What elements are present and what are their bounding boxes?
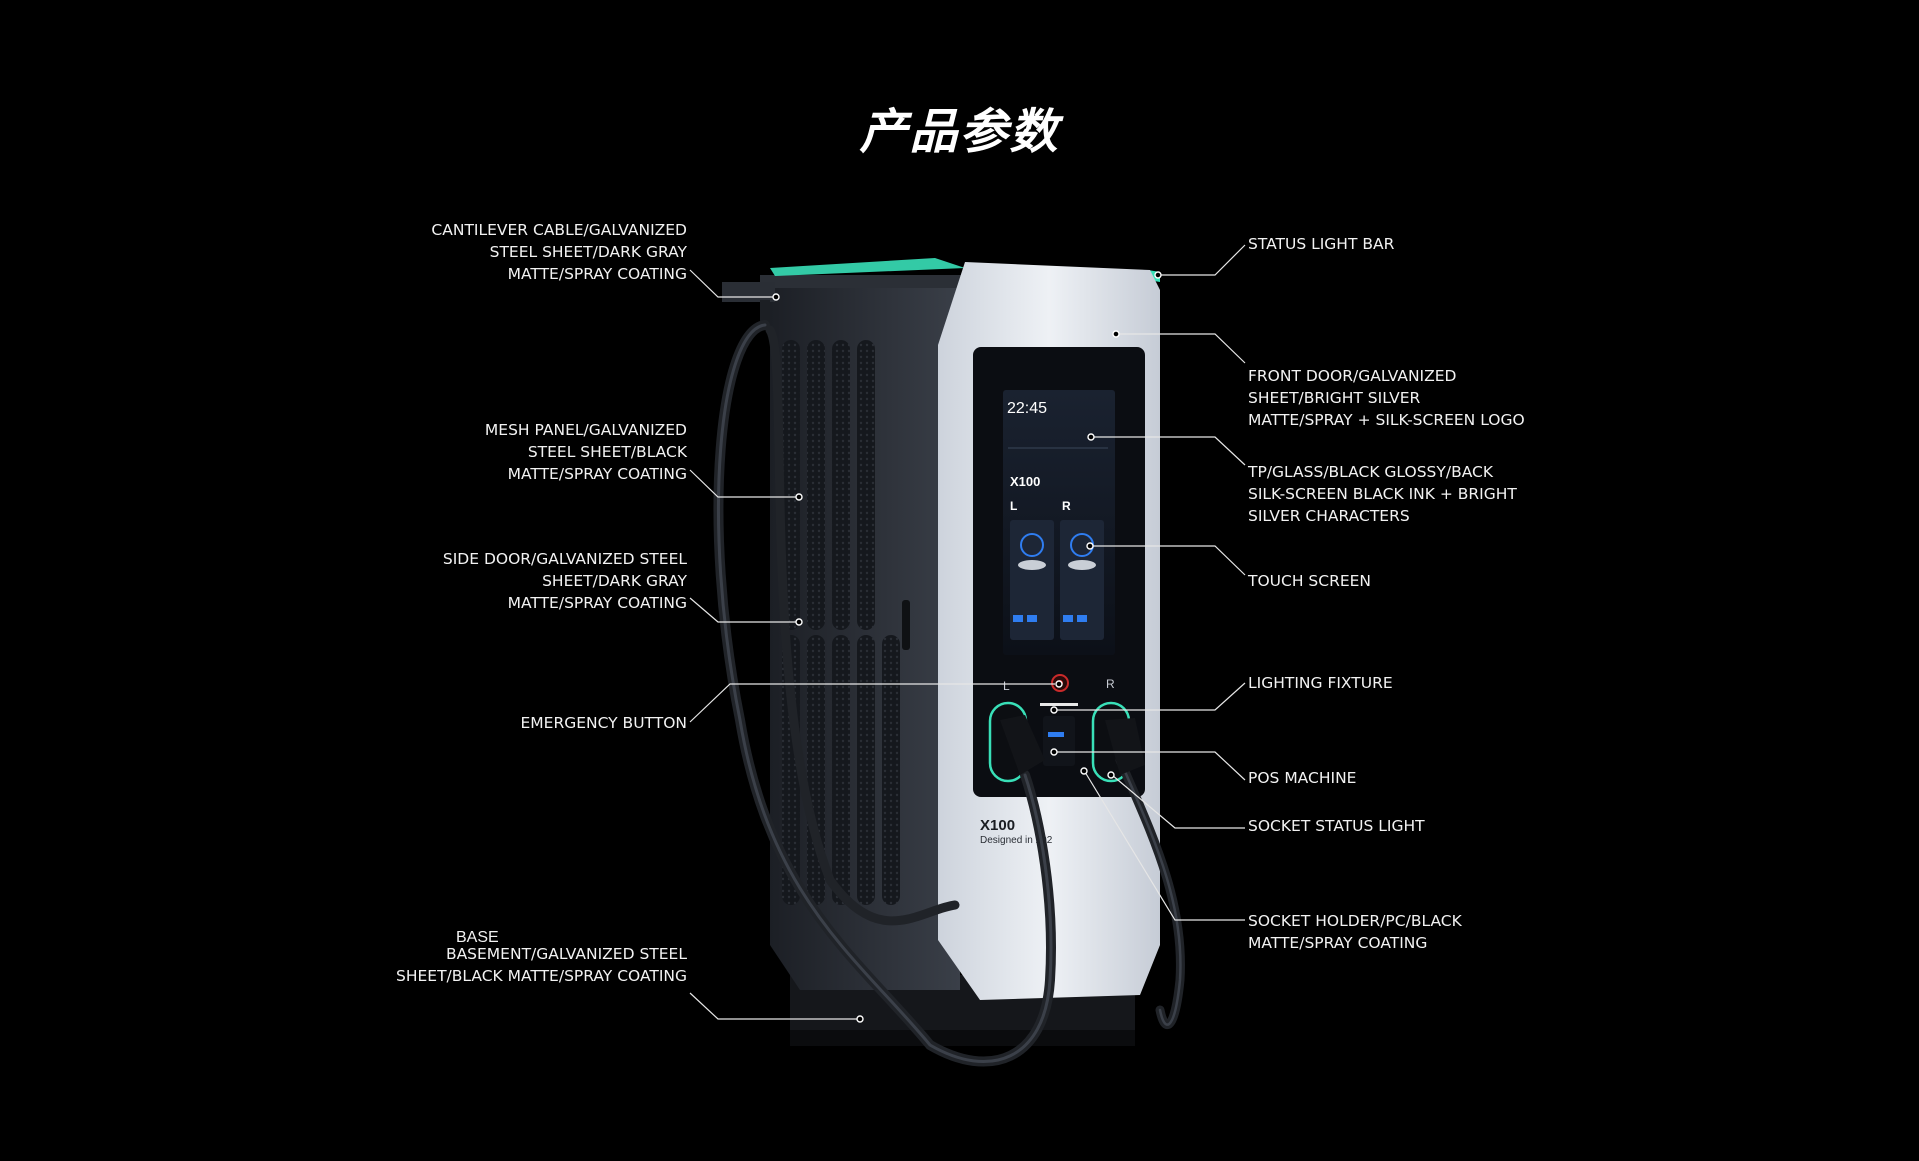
dot-pos — [1050, 748, 1058, 756]
label-socket-holder: SOCKET HOLDER/PC/BLACK MATTE/SPRAY COATI… — [1248, 910, 1462, 954]
leader-pos — [1056, 751, 1246, 781]
dot-mesh-panel — [795, 493, 803, 501]
leader-socket-status — [1111, 774, 1245, 829]
dot-socket-holder — [1080, 767, 1088, 775]
dot-side-door — [795, 618, 803, 626]
label-line: POS MACHINE — [1248, 769, 1357, 787]
model-name: X100 — [980, 817, 1015, 834]
dot-front-door — [1112, 330, 1120, 338]
label-line: MATTE/SPRAY COATING — [507, 594, 687, 612]
dot-base — [856, 1015, 864, 1023]
screen-time: 22:45 — [1007, 400, 1047, 417]
dot-emergency — [1055, 680, 1063, 688]
label-tp-glass: TP/GLASS/BLACK GLOSSY/BACK SILK-SCREEN B… — [1248, 461, 1517, 527]
label-pos-machine: POS MACHINE — [1248, 767, 1356, 789]
label-line: SHEET/BRIGHT SILVER — [1248, 389, 1421, 407]
dot-lighting — [1050, 706, 1058, 714]
leader-emergency — [689, 683, 1055, 723]
socket-right-label: R — [1106, 677, 1115, 691]
screen-left: L — [1010, 499, 1017, 513]
label-line: SILK-SCREEN BLACK INK + BRIGHT — [1248, 485, 1517, 503]
label-line: EMERGENCY BUTTON — [520, 714, 687, 732]
label-emergency-button: EMERGENCY BUTTON — [520, 712, 687, 734]
label-line: SIDE DOOR/GALVANIZED STEEL — [442, 550, 687, 568]
label-mesh-panel: MESH PANEL/GALVANIZED STEEL SHEET/BLACK … — [485, 419, 687, 485]
label-line: SOCKET STATUS LIGHT — [1248, 817, 1425, 835]
label-line: SHEET/BLACK MATTE/SPRAY COATING — [395, 967, 687, 985]
designed-text: Designed in 202 — [980, 835, 1053, 846]
label-line: TP/GLASS/BLACK GLOSSY/BACK — [1248, 463, 1494, 481]
dot-tp-glass — [1087, 433, 1095, 441]
label-line: BASEMENT/GALVANIZED STEEL — [445, 945, 687, 963]
label-status-light-bar: STATUS LIGHT BAR — [1248, 233, 1394, 255]
label-front-door: FRONT DOOR/GALVANIZED SHEET/BRIGHT SILVE… — [1248, 365, 1525, 431]
leader-lighting — [1056, 682, 1246, 711]
label-line: BASE — [456, 929, 499, 946]
label-line: SOCKET HOLDER/PC/BLACK — [1248, 912, 1462, 930]
charger-side-body — [760, 275, 965, 990]
page-title: 产品参数 — [859, 104, 1060, 160]
label-line: STATUS LIGHT BAR — [1248, 235, 1395, 253]
label-socket-status-light: SOCKET STATUS LIGHT — [1248, 815, 1425, 837]
label-line: SHEET/DARK GRAY — [542, 572, 687, 590]
label-lighting-fixture: LIGHTING FIXTURE — [1248, 672, 1393, 694]
screen-right: R — [1062, 499, 1071, 513]
dot-touch-screen — [1086, 542, 1094, 550]
label-line: MATTE/SPRAY + SILK-SCREEN LOGO — [1248, 411, 1525, 429]
label-side-door: SIDE DOOR/GALVANIZED STEEL SHEET/DARK GR… — [443, 548, 687, 614]
label-line: MATTE/SPRAY COATING — [507, 265, 687, 283]
label-line: LIGHTING FIXTURE — [1248, 674, 1393, 692]
leader-base — [689, 992, 858, 1020]
charging-cables — [713, 320, 1185, 1067]
leader-side-door — [689, 597, 797, 623]
screen-model: X100 — [1010, 474, 1040, 489]
dot-status-light — [1154, 271, 1162, 279]
leader-touch-screen — [1092, 545, 1246, 576]
label-cantilever-cable: CANTILEVER CABLE/GALVANIZED STEEL SHEET/… — [431, 219, 687, 285]
label-line: TOUCH SCREEN — [1248, 572, 1372, 590]
label-line: MATTE/SPRAY COATING — [1248, 934, 1428, 952]
label-base: BASEMENT/GALVANIZED STEEL SHEET/BLACK MA… — [396, 943, 687, 987]
socket-left-label: L — [1003, 679, 1010, 693]
leader-cantilever — [689, 269, 775, 298]
leader-mesh-panel — [689, 469, 797, 498]
label-line: MATTE/SPRAY COATING — [507, 465, 687, 483]
dot-cantilever — [772, 293, 780, 301]
plug-right — [1105, 718, 1145, 775]
label-touch-screen: TOUCH SCREEN — [1248, 570, 1371, 592]
label-line: STEEL SHEET/DARK GRAY — [489, 243, 687, 261]
label-line: MESH PANEL/GALVANIZED — [484, 421, 687, 439]
lighting-fixture — [1040, 703, 1078, 706]
leader-socket-holder — [1084, 771, 1245, 921]
leader-tp-glass — [1093, 436, 1246, 466]
leader-status-light — [1160, 244, 1246, 276]
touch-screen: 22:45 X100 L R — [1003, 390, 1115, 655]
leader-front-door — [1117, 333, 1246, 364]
pos-machine — [1043, 716, 1075, 766]
dot-socket-status — [1107, 771, 1115, 779]
plug-left — [1000, 715, 1045, 775]
label-line: FRONT DOOR/GALVANIZED — [1248, 367, 1457, 385]
label-base-heading: BASE — [456, 927, 499, 949]
label-line: CANTILEVER CABLE/GALVANIZED — [431, 221, 687, 239]
label-line: SILVER CHARACTERS — [1248, 507, 1410, 525]
label-line: STEEL SHEET/BLACK — [527, 443, 687, 461]
